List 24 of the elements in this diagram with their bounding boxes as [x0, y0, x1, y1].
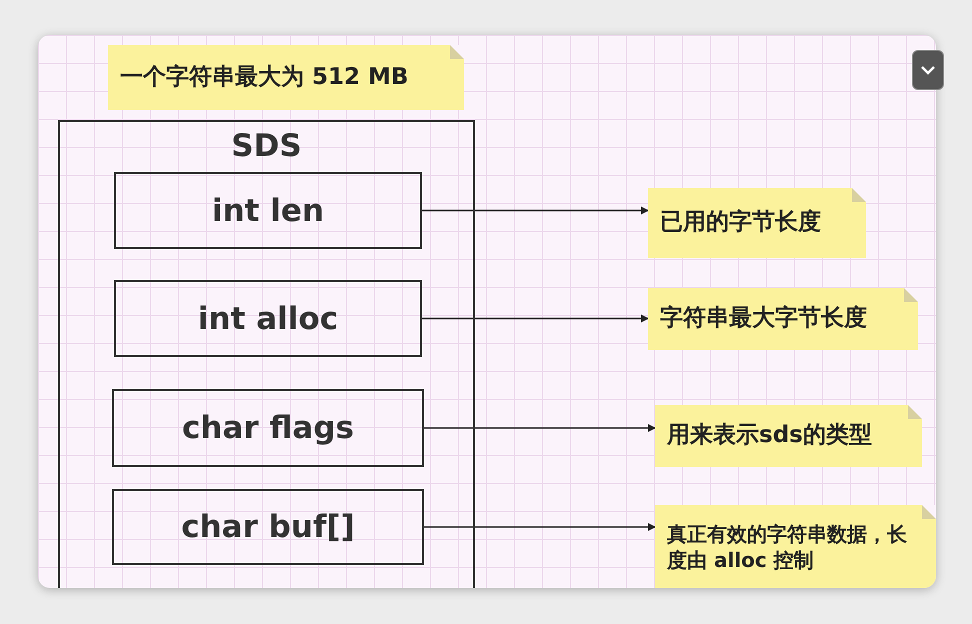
sticky-note [648, 288, 918, 350]
note-text: 已用的字节长度 [660, 208, 821, 238]
note-text: 一个字符串最大为 512 MB [120, 62, 408, 92]
sticky-note [655, 405, 922, 467]
sticky-note [108, 45, 464, 110]
arrow [422, 314, 649, 322]
arrow [424, 523, 656, 531]
struct-title: SDS [230, 128, 303, 164]
sticky-note [648, 188, 866, 258]
arrow [424, 424, 656, 432]
sticky-note [655, 505, 936, 588]
arrow [422, 206, 649, 214]
note-text: 真正有效的字符串数据，长度由 alloc 控制 [667, 520, 908, 572]
field-name: int len [212, 192, 324, 228]
field-box [112, 489, 424, 565]
note-text: 用来表示sds的类型 [667, 421, 872, 450]
field-box [114, 280, 422, 357]
note-text: 字符串最大字节长度 [660, 304, 867, 334]
field-box [112, 389, 424, 467]
field-box [114, 172, 422, 249]
field-name: int alloc [198, 300, 338, 336]
field-name: char buf[] [181, 509, 355, 545]
struct-box [58, 120, 475, 588]
field-name: char flags [182, 410, 354, 446]
